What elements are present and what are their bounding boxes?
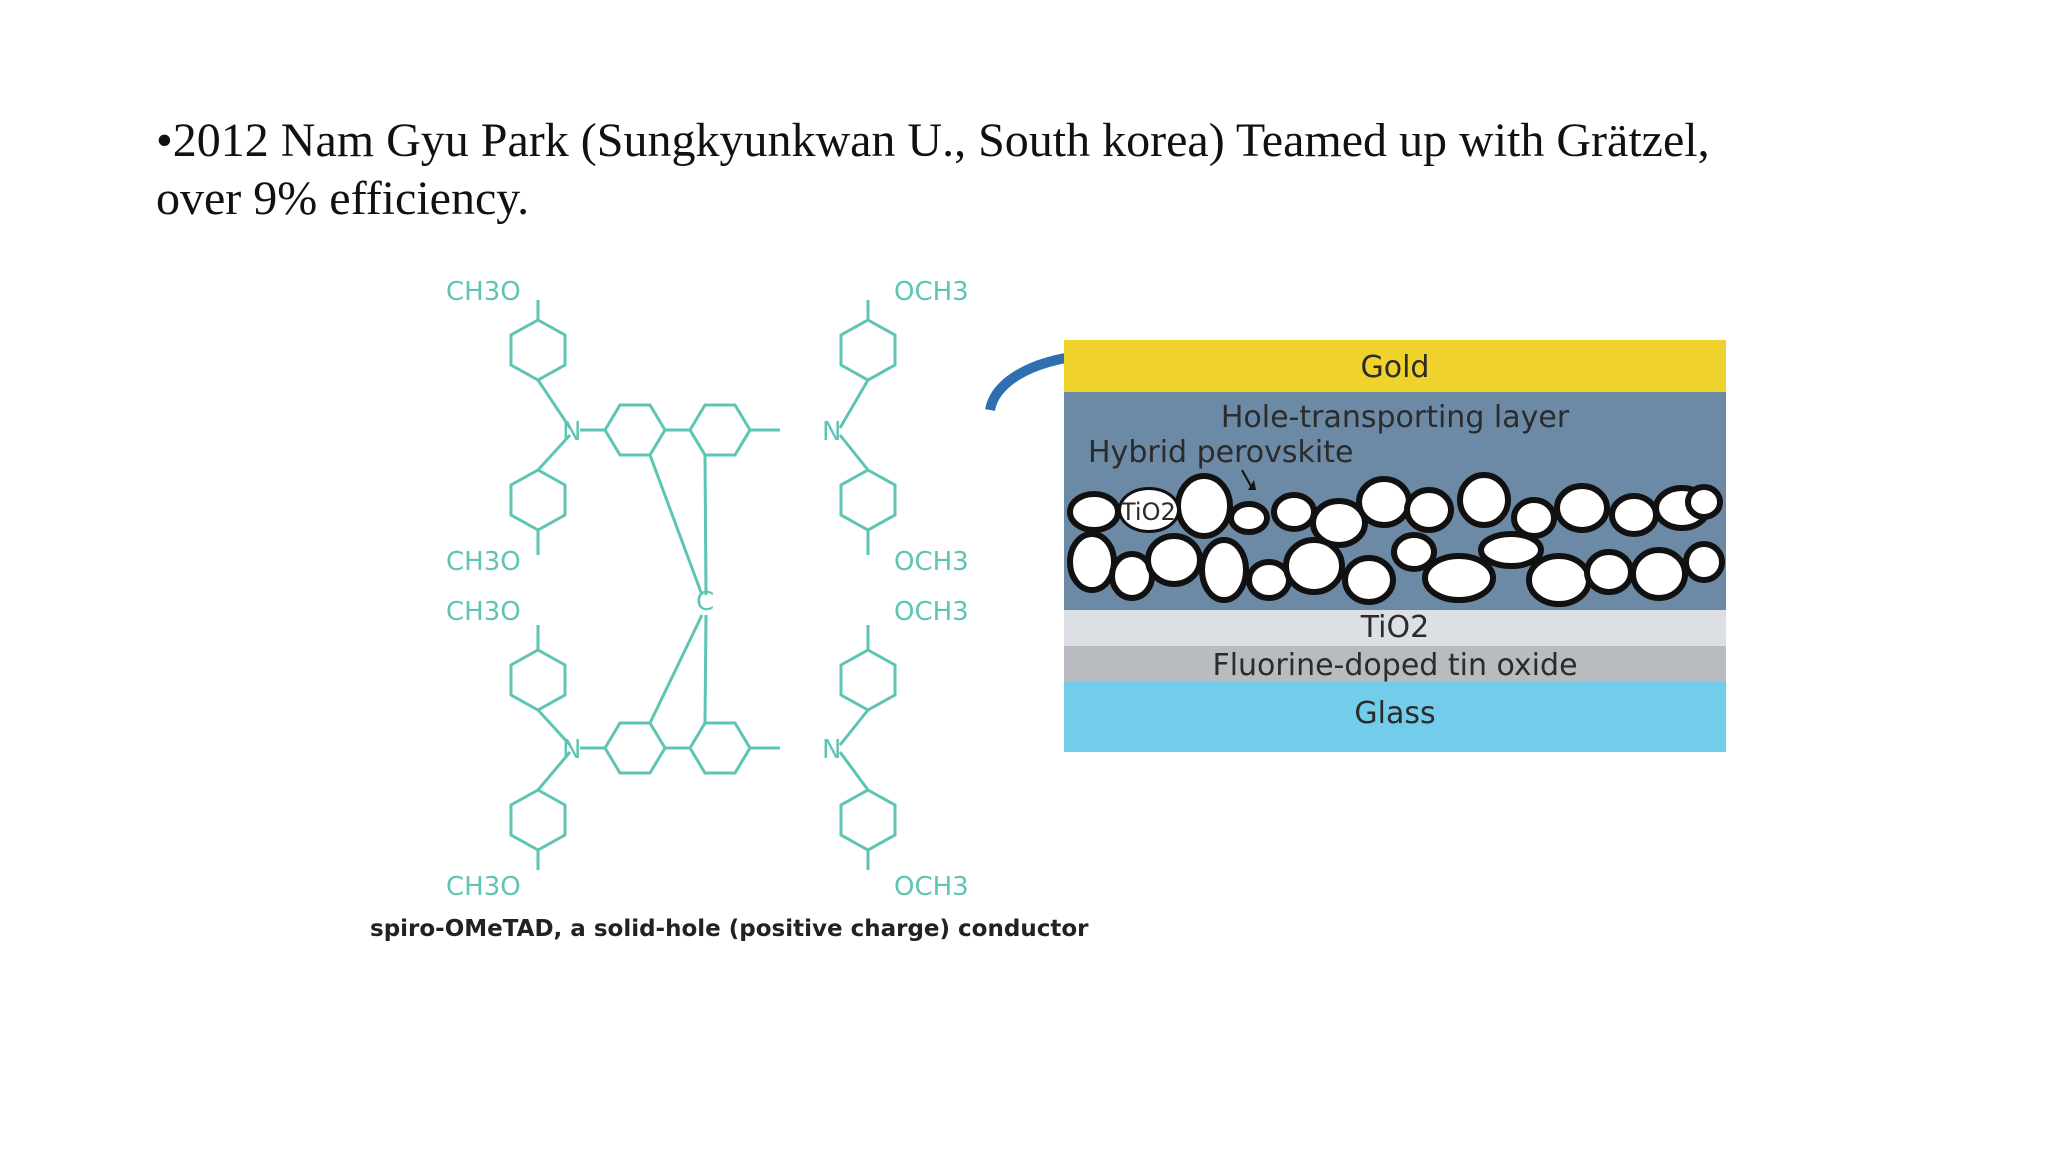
nitrogen-label-ll: N bbox=[562, 735, 581, 765]
methoxy-label-mr-upper: OCH3 bbox=[894, 547, 969, 577]
biphenyl-upper bbox=[580, 403, 780, 596]
nitrogen-label-ur: N bbox=[822, 417, 841, 447]
glass-label: Glass bbox=[1354, 696, 1435, 731]
spiro-carbon-label: C bbox=[696, 587, 714, 617]
gold-label: Gold bbox=[1361, 350, 1430, 385]
mesoporous-tio2-particles bbox=[1067, 472, 1725, 607]
nitrogen-label-ul: N bbox=[562, 417, 581, 447]
slide-bullet-text: •2012 Nam Gyu Park (Sungkyunkwan U., Sou… bbox=[156, 112, 1916, 228]
phenyl-ring-mid-left-upper bbox=[509, 433, 572, 555]
molecule-caption: spiro-OMeTAD, a solid-hole (positive cha… bbox=[370, 916, 1089, 942]
biphenyl-lower bbox=[580, 614, 780, 775]
tio2-compact-layer bbox=[1064, 610, 1726, 646]
methoxy-label-ml-upper: CH3O bbox=[446, 547, 521, 577]
spiro-ometad-structure: CH3O CH3O N C N OCH3 OCH3 CH3O CH3O bbox=[446, 277, 969, 902]
phenyl-ring-upper-right bbox=[838, 300, 897, 555]
perovskite-label: Hybrid perovskite bbox=[1088, 435, 1353, 470]
perovskite-cell-stack: Gold Hole-transporting layer Hybrid pero… bbox=[1064, 340, 1726, 752]
methoxy-label-tl: CH3O bbox=[446, 277, 521, 307]
methoxy-label-tr: OCH3 bbox=[894, 277, 969, 307]
bullet-line-1: •2012 Nam Gyu Park (Sungkyunkwan U., Sou… bbox=[156, 114, 1710, 167]
glass-layer bbox=[1064, 682, 1726, 752]
tio2-particle-labelled bbox=[1121, 490, 1177, 530]
methoxy-label-ml-lower: CH3O bbox=[446, 597, 521, 627]
tio2-layer-label: TiO2 bbox=[1360, 610, 1429, 645]
fto-label: Fluorine-doped tin oxide bbox=[1212, 648, 1577, 683]
methoxy-label-mr-lower: OCH3 bbox=[894, 597, 969, 627]
phenyl-ring-upper-left bbox=[509, 300, 572, 429]
htl-label: Hole-transporting layer bbox=[1221, 400, 1570, 435]
bullet-line-2: over 9% efficiency. bbox=[156, 172, 530, 225]
methoxy-label-br: OCH3 bbox=[894, 872, 969, 902]
methoxy-label-bl: CH3O bbox=[446, 872, 521, 902]
fto-layer bbox=[1064, 646, 1726, 682]
perovskite-pointer bbox=[1241, 469, 1253, 489]
tio2-particle-label: TiO2 bbox=[1120, 498, 1176, 526]
gold-layer bbox=[1064, 340, 1726, 392]
phenyl-ring-mid-left-lower bbox=[509, 625, 572, 870]
phenyl-ring-lower-right bbox=[838, 625, 897, 870]
nitrogen-label-lr: N bbox=[822, 735, 841, 765]
